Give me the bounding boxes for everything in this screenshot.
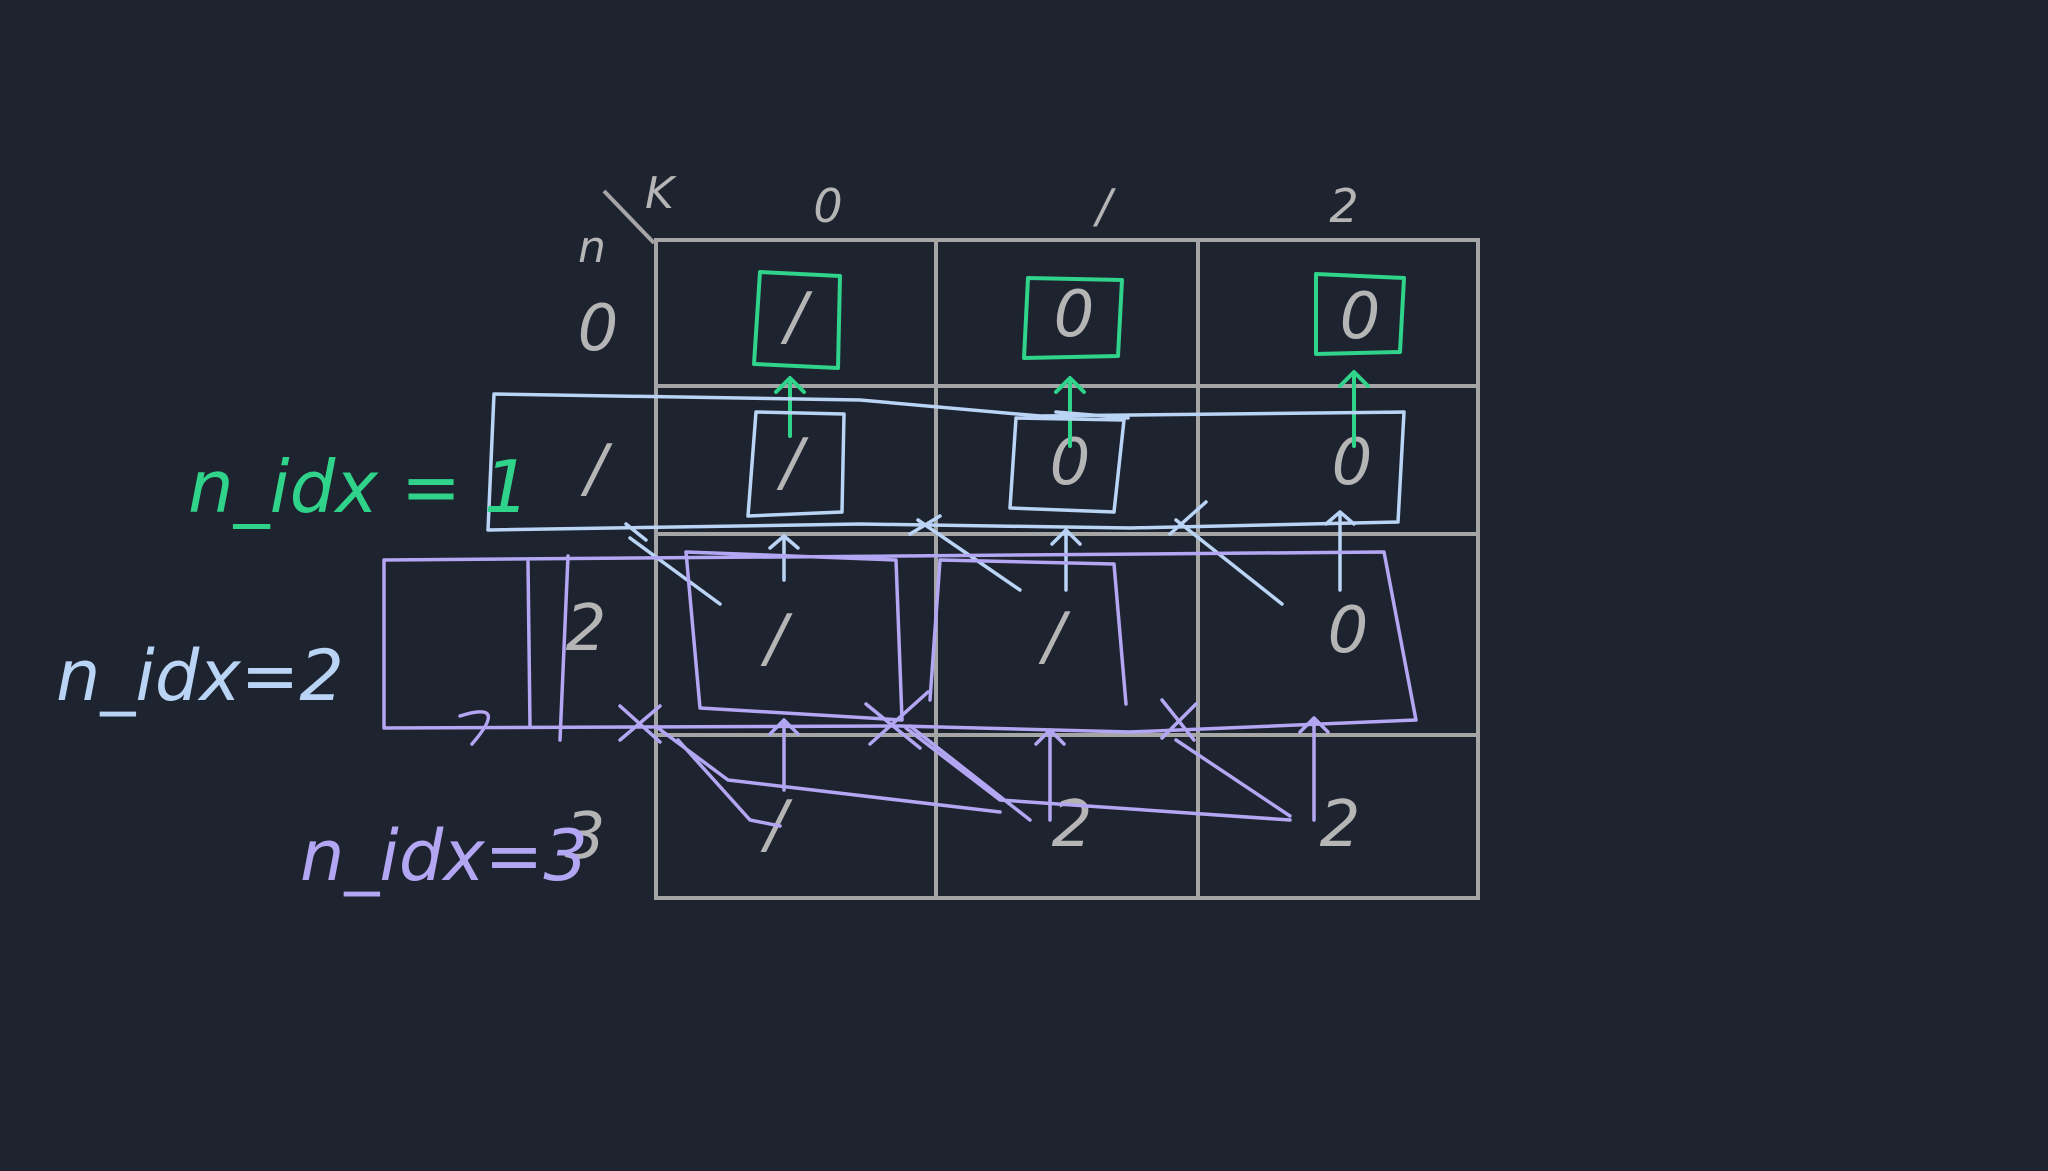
arrow-up-icon [774, 376, 806, 438]
diagonal-arrow [1168, 500, 1284, 606]
cell-3-2: 2 [1320, 788, 1361, 862]
box-edge [1054, 410, 1130, 420]
row-header-1: / [580, 432, 613, 506]
band-divider [526, 560, 532, 728]
arrow-head [458, 710, 491, 746]
cell-0-1: 0 [1054, 278, 1095, 352]
highlight-box [684, 550, 904, 722]
green-highlights [752, 270, 1406, 448]
highlight-box [1314, 272, 1406, 356]
arrow-up-icon [768, 718, 800, 792]
col-header-2: 2 [1329, 179, 1358, 233]
curved-arrow [904, 726, 1292, 822]
cell-0-0: / [780, 280, 813, 354]
cross-mark-icon [618, 704, 662, 744]
arrow-up-icon [1034, 728, 1066, 822]
row-header-0: 0 [578, 292, 619, 366]
highlight-box [938, 558, 1128, 706]
row-header-2: 2 [566, 592, 607, 666]
lavender-highlights [382, 550, 1418, 828]
row-band [382, 550, 1418, 734]
annotation-n-idx-2: n_idx=2 [56, 635, 344, 717]
arrow-up-icon [1298, 716, 1330, 822]
cell-2-2: 0 [1328, 594, 1369, 668]
curved-arrow [676, 738, 782, 828]
arrow-up-icon [1338, 370, 1370, 448]
corner-diagonal [602, 189, 656, 245]
corner-row-symbol: n [578, 222, 606, 273]
table-border [654, 238, 1480, 900]
curved-arrow [908, 724, 1032, 822]
highlight-box [752, 270, 842, 370]
cell-2-0: / [760, 602, 793, 676]
cell-0-2: 0 [1340, 280, 1381, 354]
row-header-3: 3 [565, 800, 606, 874]
blue-highlights [486, 392, 1406, 606]
corner-col-symbol: K [645, 168, 677, 219]
highlight-box [746, 410, 846, 518]
col-header-1: / [1092, 179, 1116, 233]
cell-3-1: 2 [1052, 788, 1093, 862]
box-edge [928, 558, 942, 702]
band-divider [558, 554, 570, 742]
cross-mark-icon [1160, 698, 1198, 742]
diagonal-arrow [624, 522, 722, 606]
arrow-up-icon [768, 534, 800, 582]
cross-mark-icon [864, 690, 930, 750]
col-header-0: 0 [813, 179, 842, 233]
highlight-box [1008, 416, 1126, 514]
annotation-n-idx-3: n_idx=3 [300, 815, 588, 897]
annotation-n-idx-1: n_idx = 1 [188, 445, 530, 529]
highlight-box [1022, 276, 1124, 360]
arrow-up-icon [1050, 528, 1082, 592]
cell-2-1: / [1038, 600, 1071, 674]
curved-arrow [1174, 738, 1292, 818]
row-band [486, 392, 1406, 532]
curved-arrow [656, 726, 1002, 814]
cell-1-0: / [776, 426, 809, 500]
